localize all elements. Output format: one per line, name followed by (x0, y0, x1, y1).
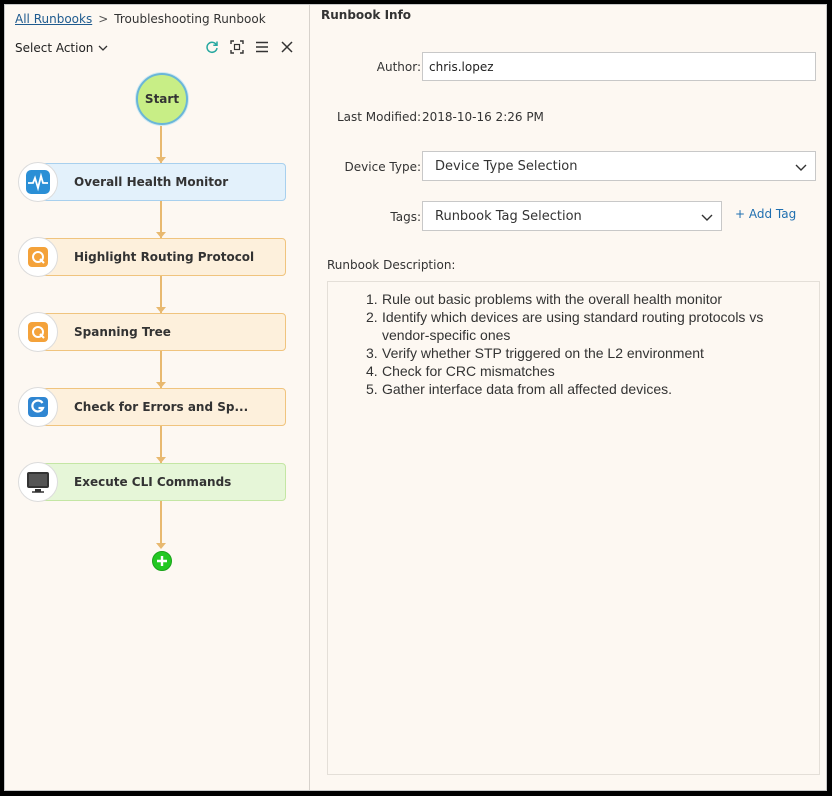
connector-arrow (156, 232, 166, 238)
close-icon[interactable] (279, 39, 295, 55)
add-tag-link[interactable]: + Add Tag (735, 207, 797, 221)
menu-icon[interactable] (254, 39, 270, 55)
flow-node-overall-health-monitor[interactable]: Overall Health Monitor (29, 163, 286, 201)
add-node-icon[interactable] (152, 551, 172, 571)
node-label: Check for Errors and Sp... (74, 400, 249, 414)
chevron-down-icon (795, 161, 807, 176)
last-modified-label: Last Modified: (336, 110, 421, 124)
select-action-dropdown[interactable]: Select Action (15, 41, 108, 55)
tags-value: Runbook Tag Selection (435, 208, 582, 224)
qapp-icon (18, 237, 58, 277)
connector-line (160, 125, 162, 163)
health-monitor-icon (18, 162, 58, 202)
breadcrumb-all-runbooks[interactable]: All Runbooks (15, 12, 93, 26)
gapp-icon (18, 387, 58, 427)
fit-view-icon[interactable] (229, 39, 245, 55)
flow-panel: All Runbooks > Troubleshooting Runbook S… (5, 5, 310, 790)
connector-arrow (156, 382, 166, 388)
connector-line (160, 426, 162, 463)
breadcrumb-separator: > (98, 12, 109, 26)
flow-toolbar: Select Action (5, 39, 309, 61)
qapp-icon (18, 312, 58, 352)
select-action-label: Select Action (15, 41, 94, 55)
list-item: Gather interface data from all affected … (366, 380, 673, 398)
connector-arrow (156, 157, 166, 163)
connector-arrow (156, 307, 166, 313)
description-list: Rule out basic problems with the overall… (366, 290, 807, 398)
device-type-label: Device Type: (344, 160, 421, 174)
last-modified-value: 2018-10-16 2:26 PM (422, 110, 544, 124)
author-field[interactable]: chris.lopez (422, 52, 816, 81)
toolbar-icons (204, 39, 295, 55)
chevron-down-icon (701, 211, 713, 226)
connector-line (160, 201, 162, 238)
description-label: Runbook Description: (327, 258, 456, 272)
node-label: Overall Health Monitor (74, 175, 229, 189)
flow-node-spanning-tree[interactable]: Spanning Tree (29, 313, 286, 351)
connector-arrow (156, 457, 166, 463)
tags-dropdown[interactable]: Runbook Tag Selection (422, 201, 722, 231)
chevron-down-icon (98, 41, 108, 55)
refresh-icon[interactable] (204, 39, 220, 55)
list-item: Check for CRC mismatches (366, 362, 555, 380)
connector-arrow (156, 543, 166, 549)
flow-node-highlight-routing-protocol[interactable]: Highlight Routing Protocol (29, 238, 286, 276)
node-label: Highlight Routing Protocol (74, 250, 255, 264)
description-textarea[interactable]: Rule out basic problems with the overall… (327, 281, 820, 775)
author-label: Author: (376, 60, 421, 74)
connector-line (160, 351, 162, 388)
flow-node-check-for-errors[interactable]: Check for Errors and Sp... (29, 388, 286, 426)
cli-icon (18, 462, 58, 502)
list-item: Identify which devices are using standar… (366, 308, 764, 343)
flow-node-execute-cli-commands[interactable]: Execute CLI Commands (29, 463, 286, 501)
runbook-info-panel: Runbook Info Author: chris.lopez Last Mo… (311, 5, 826, 790)
list-item: Rule out basic problems with the overall… (366, 290, 723, 308)
device-type-value: Device Type Selection (435, 158, 578, 174)
connector-line (160, 276, 162, 313)
runbook-window: All Runbooks > Troubleshooting Runbook S… (4, 4, 827, 791)
node-label: Execute CLI Commands (74, 475, 232, 489)
tags-label: Tags: (390, 210, 421, 224)
breadcrumb-current: Troubleshooting Runbook (114, 12, 266, 26)
start-node[interactable]: Start (136, 73, 188, 125)
runbook-info-title: Runbook Info (321, 8, 412, 22)
breadcrumb: All Runbooks > Troubleshooting Runbook (15, 10, 266, 28)
device-type-dropdown[interactable]: Device Type Selection (422, 151, 816, 181)
node-label: Spanning Tree (74, 325, 171, 339)
connector-line (160, 501, 162, 545)
list-item: Verify whether STP triggered on the L2 e… (366, 344, 704, 362)
